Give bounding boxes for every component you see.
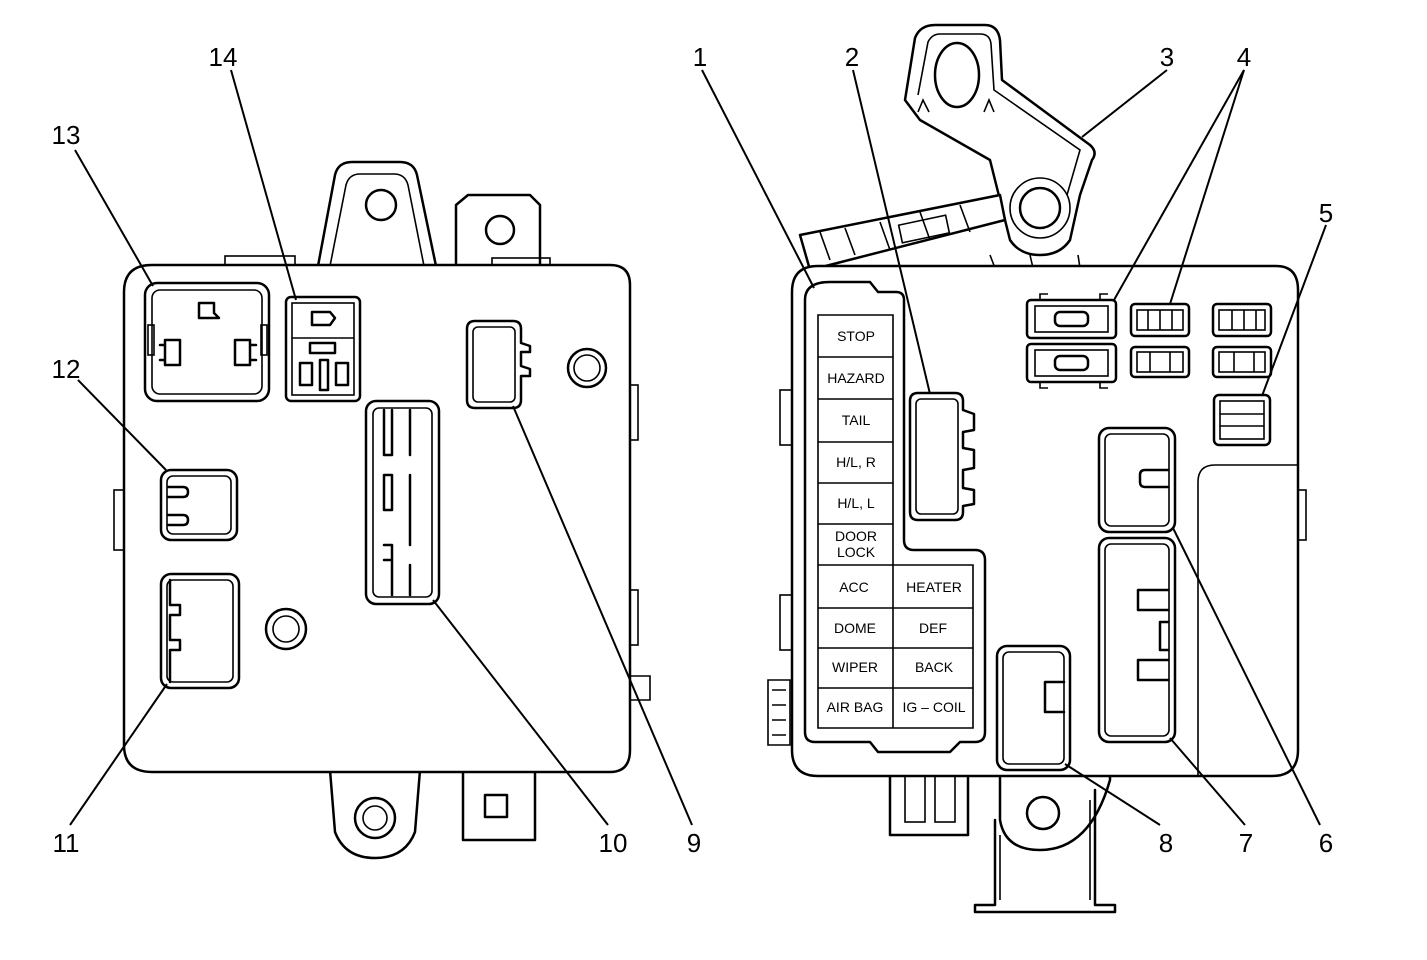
leader-lines <box>69 69 1327 826</box>
callout-2: 2 <box>845 42 859 72</box>
fuse-label-def: DEF <box>919 620 947 636</box>
relay-14 <box>284 295 362 403</box>
left-bottom-connector <box>461 766 537 842</box>
callout-6: 6 <box>1319 828 1333 858</box>
connector-11 <box>159 572 241 690</box>
connector-9 <box>465 319 532 410</box>
fuse-label-ig-coil: IG – COIL <box>902 699 965 715</box>
cable-clip <box>798 193 1007 272</box>
callout-8: 8 <box>1159 828 1173 858</box>
fuse-label-wiper: WIPER <box>832 659 878 675</box>
relay-13 <box>143 281 271 403</box>
fuses-4 <box>1025 293 1273 389</box>
callout-12: 12 <box>52 354 81 384</box>
left-top-bracket <box>454 193 542 268</box>
fuse-label-stop: STOP <box>837 328 875 344</box>
left-top-tab <box>316 160 438 268</box>
right-bottom-connector <box>888 770 970 837</box>
fuse-label-hl-r: H/L, R <box>836 454 876 470</box>
callout-1: 1 <box>693 42 707 72</box>
fuse-label-hazard: HAZARD <box>827 370 885 386</box>
callout-7: 7 <box>1239 828 1253 858</box>
callout-5: 5 <box>1319 198 1333 228</box>
connector-7 <box>1097 536 1177 744</box>
connector-5 <box>1212 393 1272 447</box>
callout-3: 3 <box>1160 42 1174 72</box>
fuse-label-lock: LOCK <box>837 544 876 560</box>
fuse-label-tail: TAIL <box>842 412 871 428</box>
connector-12 <box>159 468 239 542</box>
right-fuse-block-view <box>767 23 1307 914</box>
fuse-labels: STOP HAZARD TAIL H/L, R H/L, L DOOR LOCK… <box>827 328 966 715</box>
fuse-label-heater: HEATER <box>906 579 962 595</box>
callout-9: 9 <box>687 828 701 858</box>
bracket-3 <box>903 23 1096 257</box>
callout-10: 10 <box>599 828 628 858</box>
fuse-label-hl-l: H/L, L <box>837 495 875 511</box>
fuse-label-back: BACK <box>915 659 954 675</box>
connector-2 <box>908 391 976 522</box>
fuse-label-acc: ACC <box>839 579 869 595</box>
left-bottom-mount <box>328 768 422 860</box>
callout-13: 13 <box>52 120 81 150</box>
connector-10 <box>364 399 441 606</box>
connector-6 <box>1097 426 1177 534</box>
fuse-label-dome: DOME <box>834 620 876 636</box>
fuse-label-door: DOOR <box>835 528 877 544</box>
callout-14: 14 <box>209 42 238 72</box>
left-fuse-block-view <box>113 160 651 860</box>
fuse-label-air-bag: AIR BAG <box>827 699 884 715</box>
callout-numbers: 1 2 3 4 5 6 7 8 9 10 11 12 13 14 <box>52 42 1334 858</box>
connector-8 <box>995 644 1072 772</box>
callout-4: 4 <box>1237 42 1251 72</box>
right-bottom-mount <box>998 770 1112 852</box>
callout-11: 11 <box>53 828 80 858</box>
